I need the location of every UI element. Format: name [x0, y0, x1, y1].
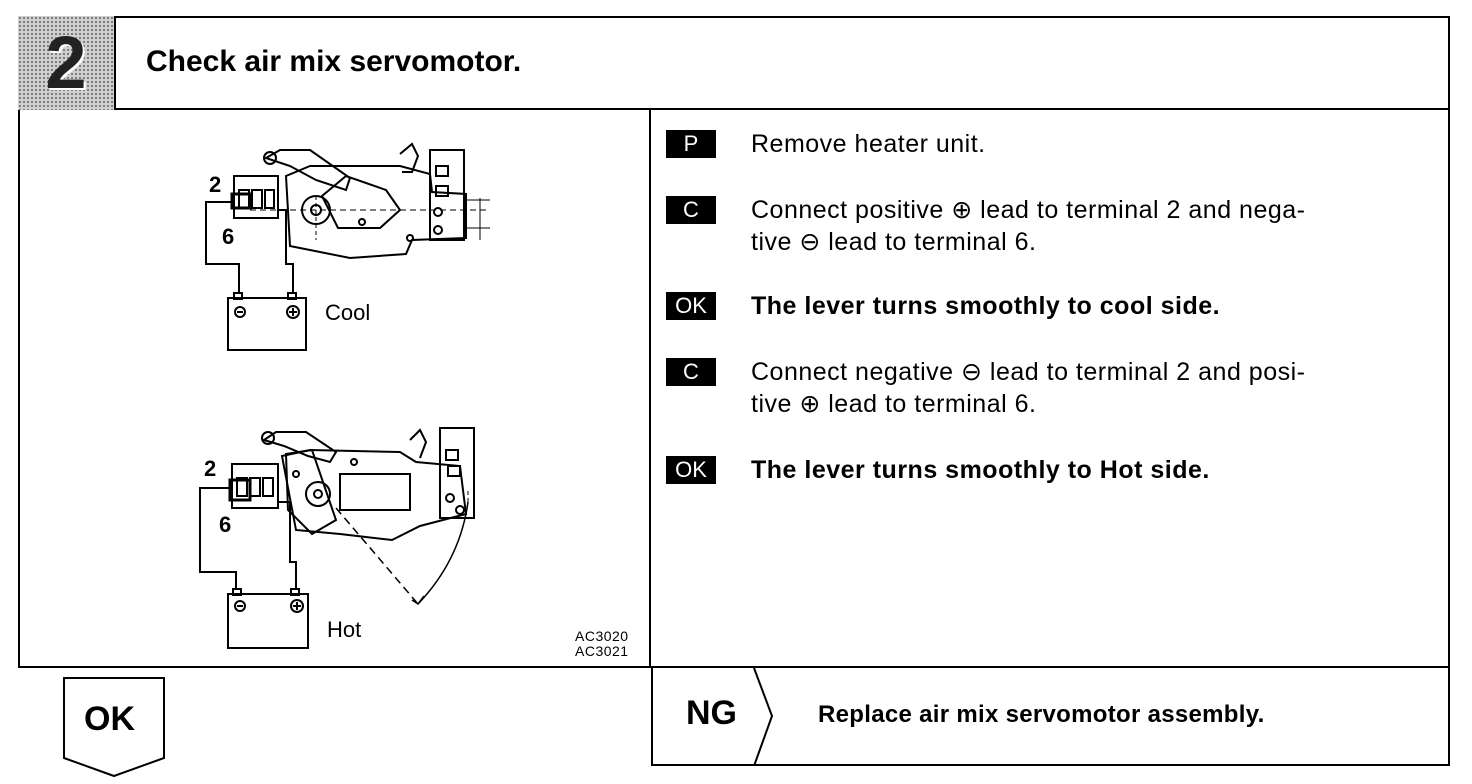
- step-number: 2: [45, 21, 87, 104]
- check-badge: C: [666, 358, 716, 386]
- step-number-box: 2: [18, 16, 116, 110]
- check-badge: C: [666, 196, 716, 224]
- instruction-text: Remove heater unit.: [751, 128, 986, 160]
- instruction-line: Connect positive ⊕ lead to terminal 2 an…: [751, 196, 1306, 224]
- cool-diagram: [205, 142, 490, 351]
- hot-diagram: [199, 427, 475, 649]
- step-title: Check air mix servomotor.: [146, 45, 522, 78]
- instruction-line: Connect negative ⊖ lead to terminal 2 an…: [751, 358, 1306, 386]
- header-row: [18, 16, 1450, 110]
- instruction-text: Connect negative ⊖ lead to terminal 2 an…: [751, 356, 1305, 420]
- hot-terminal-6-label: 6: [219, 512, 232, 537]
- figure-code: AC3020: [575, 628, 629, 644]
- ng-chevron-icon: [753, 668, 774, 766]
- instruction-line: Remove heater unit.: [751, 130, 986, 158]
- procedure-frame: [18, 16, 1450, 668]
- instruction-line: tive ⊕ lead to terminal 6.: [751, 390, 1037, 418]
- hot-label: Hot: [327, 617, 362, 642]
- column-divider: [649, 108, 651, 668]
- figure-code: AC3021: [575, 643, 629, 659]
- ok-arrow-icon: [63, 677, 165, 778]
- servomotor-diagram: [199, 142, 490, 649]
- result-text: The lever turns smoothly to cool side.: [751, 290, 1220, 322]
- ng-result-box: [651, 668, 1450, 766]
- ok-badge: OK: [666, 456, 716, 484]
- cool-terminal-2-label: 2: [209, 172, 222, 197]
- instruction-text: Connect positive ⊕ lead to terminal 2 an…: [751, 194, 1305, 258]
- procedure-badge: P: [666, 130, 716, 158]
- figure-codes: AC3020 AC3021: [575, 629, 629, 659]
- instruction-line: tive ⊖ lead to terminal 6.: [751, 228, 1037, 256]
- ng-result-label: NG: [686, 694, 737, 732]
- instruction-line: The lever turns smoothly to cool side.: [751, 292, 1221, 320]
- ok-result-label: OK: [84, 700, 135, 738]
- hot-terminal-2-label: 2: [204, 456, 217, 481]
- cool-terminal-6-label: 6: [222, 224, 235, 249]
- ok-badge: OK: [666, 292, 716, 320]
- ng-action-text: Replace air mix servomotor assembly.: [818, 701, 1265, 728]
- result-text: The lever turns smoothly to Hot side.: [751, 454, 1210, 486]
- cool-label: Cool: [325, 300, 371, 325]
- instruction-line: The lever turns smoothly to Hot side.: [751, 456, 1210, 484]
